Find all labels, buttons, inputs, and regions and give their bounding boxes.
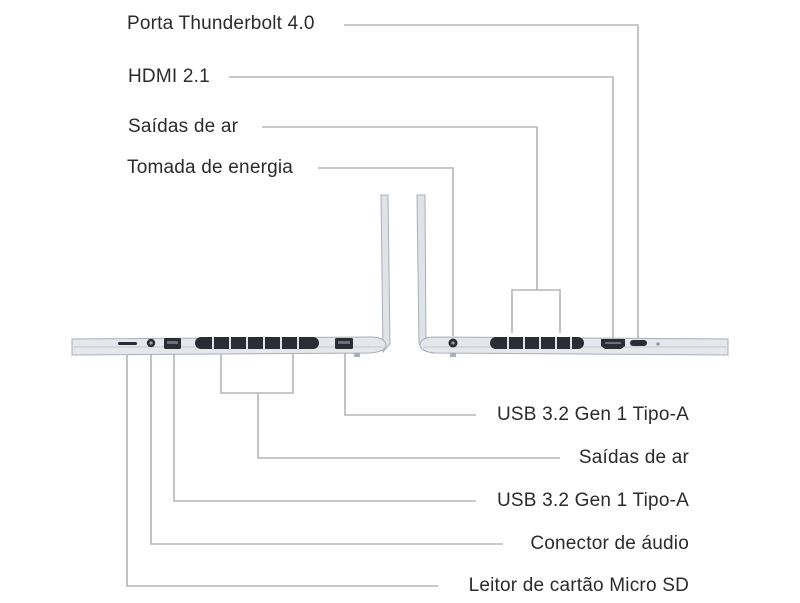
- left-side-laptop: [71, 194, 391, 357]
- leader-audio: [150, 349, 503, 545]
- label-power: Tomada de energia: [127, 157, 294, 178]
- leader-vents-right: [262, 126, 538, 290]
- leader-vents-left-bracket: [220, 352, 294, 394]
- leader-vents-left: [257, 393, 560, 459]
- leader-usb-a-2: [173, 350, 476, 502]
- label-microsd: Leitor de cartão Micro SD: [468, 575, 689, 596]
- leader-hdmi: [229, 76, 614, 338]
- leader-power: [318, 167, 454, 336]
- leader-thunderbolt: [344, 24, 639, 340]
- vents-left: [195, 337, 319, 349]
- label-hdmi: HDMI 2.1: [128, 66, 210, 87]
- label-thunderbolt: Porta Thunderbolt 4.0: [127, 13, 315, 34]
- left-foot: [354, 353, 360, 357]
- label-audio: Conector de áudio: [530, 533, 689, 554]
- leader-usb-a-1: [344, 350, 476, 416]
- status-led: [656, 342, 660, 346]
- vents-right: [490, 337, 584, 349]
- label-vents-left: Saídas de ar: [578, 447, 689, 468]
- leader-microsd: [126, 348, 438, 587]
- label-usb-a-2: USB 3.2 Gen 1 Tipo-A: [497, 490, 689, 511]
- left-lid: [380, 194, 391, 354]
- right-lid: [416, 194, 427, 352]
- right-side-laptop: [416, 194, 729, 357]
- thunderbolt-port: [630, 340, 647, 346]
- microsd-slot: [118, 342, 137, 345]
- top-leader-lines: [229, 24, 639, 340]
- right-foot: [450, 353, 456, 357]
- bottom-leader-lines: [126, 348, 560, 587]
- label-vents-right: Saídas de ar: [128, 116, 239, 137]
- leader-vents-right-bracket: [511, 289, 561, 333]
- label-usb-a-1: USB 3.2 Gen 1 Tipo-A: [497, 404, 689, 425]
